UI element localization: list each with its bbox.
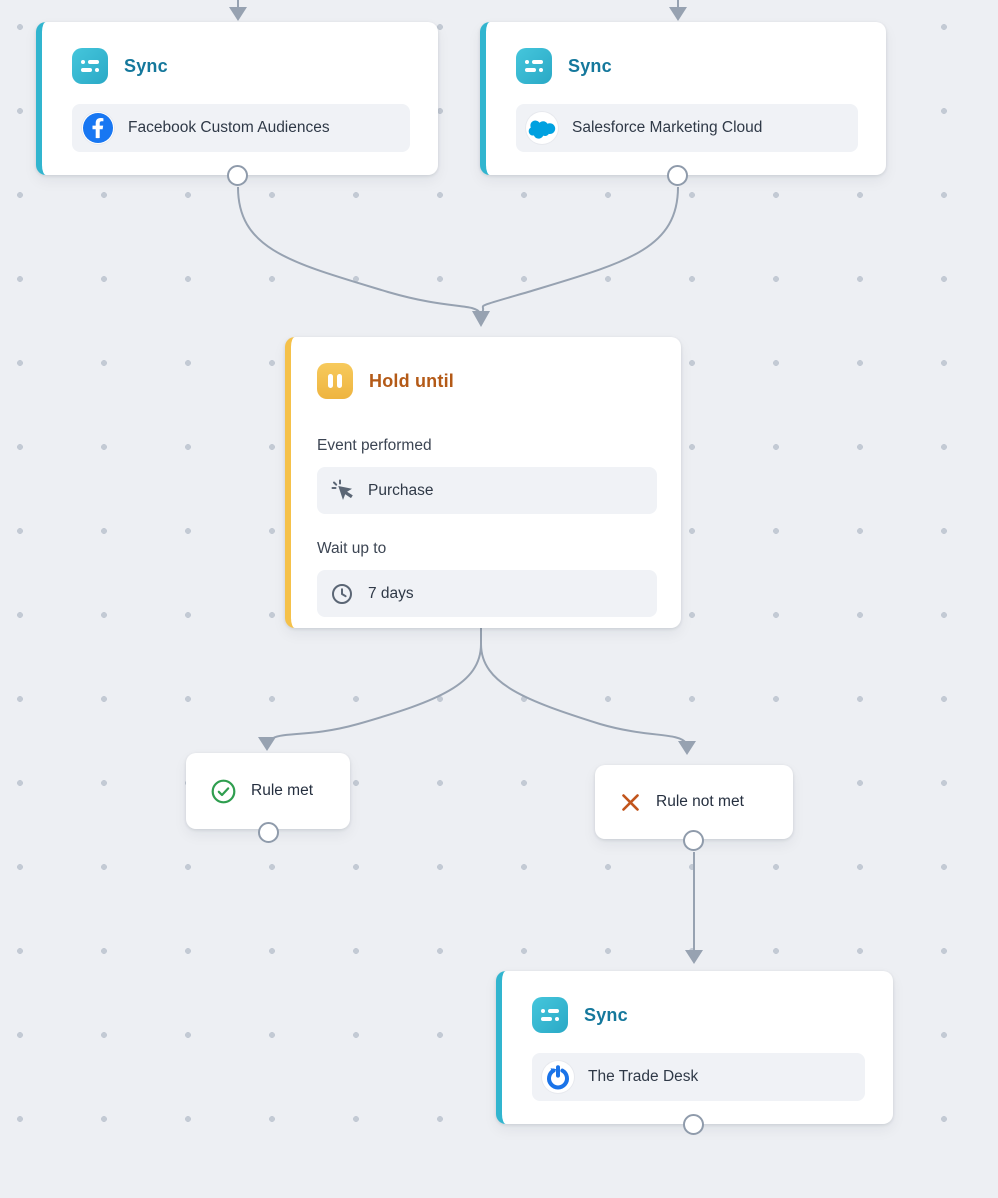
event-field[interactable]: Purchase — [317, 467, 657, 514]
rule-label: Rule met — [251, 782, 314, 799]
sync-icon — [516, 48, 552, 84]
destination-field[interactable]: Facebook Custom Audiences — [72, 104, 410, 152]
salesforce-cloud-icon — [526, 112, 558, 144]
node-header: Sync — [486, 22, 886, 84]
field-label: Event performed — [317, 437, 432, 454]
node-sync-facebook[interactable]: Sync Facebook Custom Audiences — [36, 22, 438, 175]
connector-merge-into-hold — [237, 186, 679, 327]
node-rule-not-met[interactable]: Rule not met — [595, 765, 793, 839]
output-port-sync-facebook[interactable] — [227, 165, 248, 186]
sync-icon — [72, 48, 108, 84]
node-title: Sync — [568, 55, 612, 76]
connector-split-branches — [258, 628, 696, 755]
destination-label: Facebook Custom Audiences — [128, 119, 330, 136]
output-port-sync-tradedesk[interactable] — [683, 1114, 704, 1135]
node-rule-met[interactable]: Rule met — [186, 753, 350, 829]
connector-into-sync-salesforce — [669, 0, 687, 21]
facebook-icon — [82, 112, 114, 144]
connector-into-sync-facebook — [229, 0, 247, 21]
node-hold-until[interactable]: Hold until Event performed Purchase — [285, 337, 681, 628]
wait-field[interactable]: 7 days — [317, 570, 657, 617]
rule-label: Rule not met — [656, 793, 744, 810]
connector-rulenotmet-to-sync — [685, 852, 703, 964]
tradedesk-icon — [542, 1061, 574, 1093]
node-title: Hold until — [369, 370, 454, 391]
output-port-sync-salesforce[interactable] — [667, 165, 688, 186]
node-header: Hold until — [291, 337, 681, 399]
check-circle-icon — [210, 778, 237, 805]
destination-field[interactable]: Salesforce Marketing Cloud — [516, 104, 858, 152]
pause-icon — [317, 363, 353, 399]
field-label: Wait up to — [317, 540, 387, 557]
x-icon — [619, 791, 642, 814]
hold-body: Event performed Purchase Wait up to — [291, 399, 681, 617]
destination-label: Salesforce Marketing Cloud — [572, 119, 763, 136]
output-port-rule-not-met[interactable] — [683, 830, 704, 851]
destination-label: The Trade Desk — [588, 1068, 699, 1085]
output-port-rule-met[interactable] — [258, 822, 279, 843]
field-value: Purchase — [368, 481, 434, 499]
field-value: 7 days — [368, 584, 414, 602]
node-title: Sync — [584, 1004, 628, 1025]
destination-field[interactable]: The Trade Desk — [532, 1053, 865, 1101]
node-header: Sync — [502, 971, 893, 1033]
node-sync-tradedesk[interactable]: Sync The Trade Desk — [496, 971, 893, 1124]
node-header: Sync — [42, 22, 438, 84]
sync-icon — [532, 997, 568, 1033]
cursor-click-icon — [329, 478, 355, 504]
node-title: Sync — [124, 55, 168, 76]
clock-icon — [329, 581, 355, 607]
node-sync-salesforce[interactable]: Sync Salesforce Marketing Cloud — [480, 22, 886, 175]
